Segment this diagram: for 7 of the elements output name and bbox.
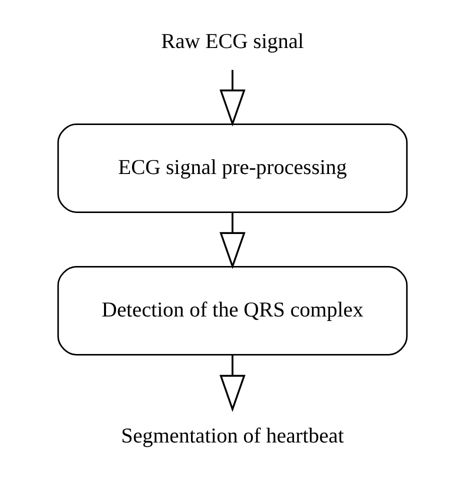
node-box: Detection of the QRS complex (56, 266, 408, 355)
node-text: Raw ECG signal (160, 28, 304, 52)
arrow (219, 212, 245, 269)
arrow (219, 69, 245, 126)
node-box: ECG signal pre-processing (56, 123, 408, 212)
arrow (219, 354, 245, 412)
node-text: Segmentation of heartbeat (120, 422, 344, 447)
